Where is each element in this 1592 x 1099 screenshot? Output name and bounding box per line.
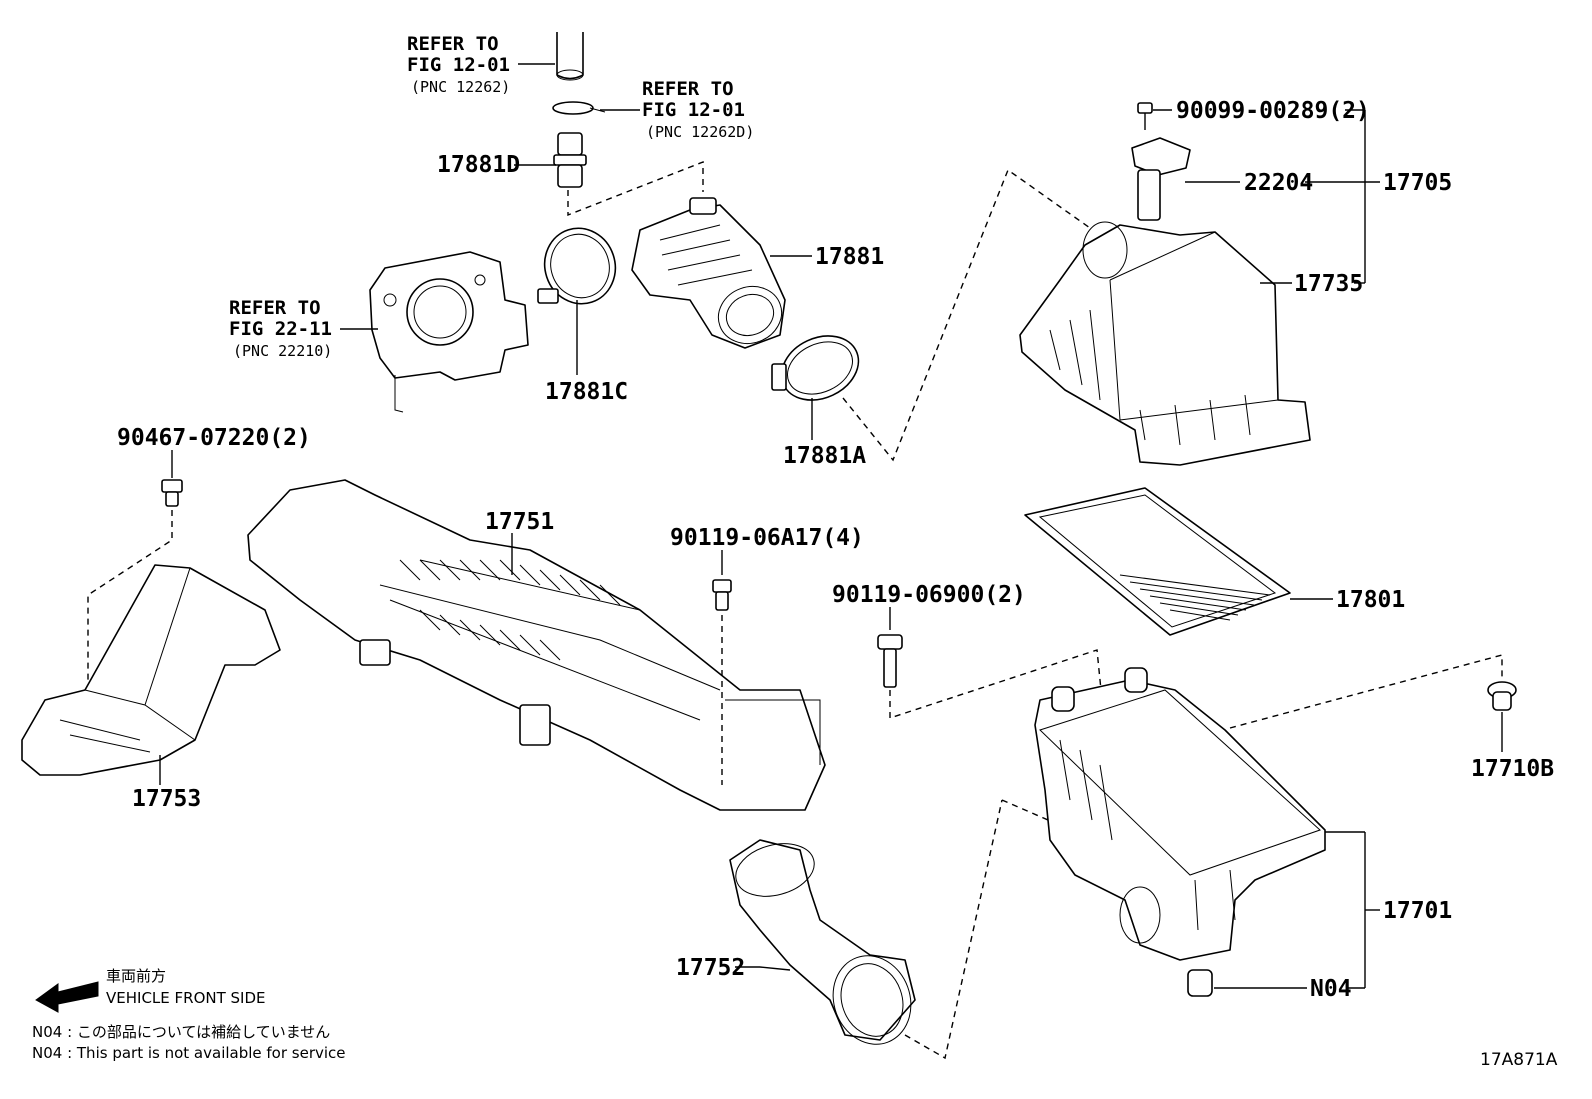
part-number-90119-06900: 90119-06900(2) [832,582,1026,608]
air-filter-element-17801-drawing [1024,487,1291,636]
part-number-17881a: 17881A [783,443,866,469]
air-flow-meter-22204-drawing [1131,137,1191,221]
note-n04-jp: N04 : この部品については補給していません [32,1023,330,1041]
part-number-90119-06a17: 90119-06A17(4) [670,525,864,551]
grommet-n04-drawing [1187,969,1213,997]
part-number-17735: 17735 [1294,271,1363,297]
figure-code: 17A871A [1480,1050,1558,1070]
part-number-n04: N04 [1310,976,1352,1002]
refer-pnc-label: (PNC 12262) [411,78,510,96]
air-hose-17752-drawing [729,839,916,1045]
part-number-17751: 17751 [485,509,554,535]
refer-to-label: REFER TO [407,33,499,55]
bolt-90119-06900-drawing [877,634,903,688]
refer-fig-label: FIG 12-01 [407,54,510,76]
part-number-17705: 17705 [1383,170,1452,196]
refer-pnc-label: (PNC 12262D) [646,123,754,141]
vehicle-front-en: VEHICLE FRONT SIDE [106,989,266,1007]
part-number-17881d: 17881D [437,152,520,178]
hose-clamp-17881c-drawing [537,227,617,305]
bolt-90099-drawing [1137,102,1153,130]
part-number-17752: 17752 [676,955,745,981]
clip-12262d-drawing [552,101,606,115]
throttle-body-drawing [369,251,529,413]
part-number-22204: 22204 [1244,170,1313,196]
refer-pnc-label: (PNC 22210) [233,342,332,360]
union-17881d-drawing [553,132,587,188]
hose-clamp-17881a-drawing [771,335,860,401]
part-number-17701: 17701 [1383,898,1452,924]
hose-12262-drawing [556,32,584,81]
air-cleaner-case-17701-drawing [1034,667,1326,961]
refer-fig-label: FIG 22-11 [229,318,332,340]
part-number-17753: 17753 [132,786,201,812]
refer-fig-label: FIG 12-01 [642,99,745,121]
part-number-17881c: 17881C [545,379,628,405]
intake-hose-17881-drawing [631,197,786,349]
grommet-17710b-drawing [1487,681,1517,711]
refer-to-label: REFER TO [642,78,734,100]
part-number-17710b: 17710B [1471,756,1554,782]
part-number-90467: 90467-07220(2) [117,425,311,451]
refer-to-label: REFER TO [229,297,321,319]
bolt-90119-06a17-drawing [712,579,732,611]
intake-resonator-duct-17751-drawing [247,479,826,811]
part-number-17801: 17801 [1336,587,1405,613]
note-n04-en: N04 : This part is not available for ser… [32,1044,346,1062]
vehicle-front-jp: 車両前方 [106,967,166,985]
vehicle-front-arrow-icon [35,981,99,1013]
air-cleaner-cap-17735-drawing [1019,221,1311,466]
air-inlet-duct-17753-drawing [21,564,281,776]
part-number-90099: 90099-00289(2) [1176,98,1370,124]
bolt-90467-drawing [161,479,183,507]
part-number-17881: 17881 [815,244,884,270]
